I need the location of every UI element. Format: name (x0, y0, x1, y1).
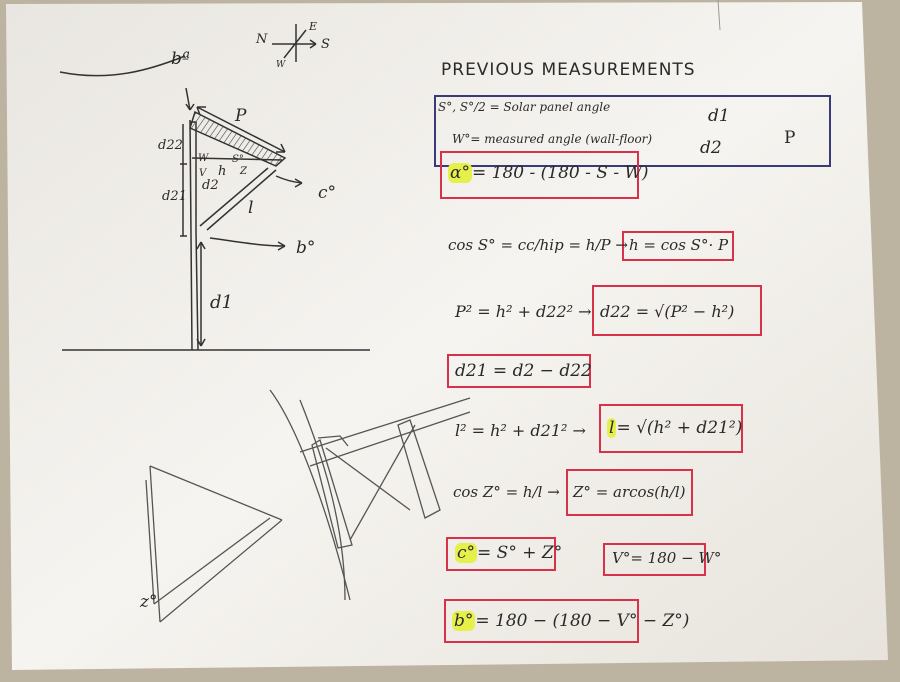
c-variable: c° (455, 543, 478, 563)
sketch-s-label: S° (232, 154, 244, 165)
page-title: PREVIOUS MEASUREMENTS (441, 60, 696, 80)
sketch-d2-label: d2 (202, 178, 219, 193)
paper-sheet (6, 2, 888, 670)
b-expression: = 180 − (180 − V° − Z°) (475, 611, 690, 631)
h-formula: h = cos S°· P (629, 236, 729, 254)
compass-e-label: E (309, 20, 318, 33)
d21-box (447, 354, 591, 388)
l-box (599, 404, 743, 453)
sketch-v-label: V (199, 168, 207, 179)
sketch-p-label: P (235, 106, 247, 126)
legend-box (434, 95, 831, 167)
cos-s-equation: cos S° = cc/hip = h/P → (448, 236, 628, 254)
sketch-d21-label: d21 (162, 189, 187, 204)
page-edge-mark (717, 0, 721, 31)
compass-n-label: N (256, 32, 268, 47)
sketch-h-label: h (218, 164, 227, 179)
c-expression: = S° + Z° (477, 543, 563, 563)
sketch-w-label: W (198, 153, 209, 164)
b-box (444, 599, 639, 643)
sketch-zeta-label: z° (140, 592, 158, 612)
sketch-b-label: b° (296, 238, 316, 258)
formula-boxes (434, 95, 831, 643)
legend-d2: d2 (700, 138, 722, 158)
legend-d1: d1 (708, 106, 730, 126)
c-equation: c°= S° + Z° (455, 543, 562, 563)
sketch-z-label: Z (240, 166, 247, 177)
h-box (622, 231, 734, 261)
l-expression: = √(h² + d21²) (616, 418, 743, 438)
wall-line-2 (195, 231, 199, 351)
installation-sketch (59, 24, 370, 351)
pythagoras-leg: l² = h² + d21² → (455, 421, 586, 440)
v-formula: V°= 180 − W° (612, 549, 722, 567)
d22-box (592, 285, 762, 336)
sketch-d1-label: d1 (210, 292, 233, 313)
b-equation: b°= 180 − (180 − V° − Z°) (452, 611, 689, 631)
cos-z-equation: cos Z° = h/l → (453, 483, 560, 501)
pythagoras-panel: P² = h² + d22² → (455, 302, 592, 321)
legend-line-1: S°, S°/2 = Solar panel angle (438, 100, 611, 114)
legend-p: P (784, 128, 796, 148)
alpha-equation: α°= 180 - (180 - S - W) (448, 163, 649, 183)
compass-s-label: S (321, 37, 330, 52)
d21-formula: d21 = d2 − d22 (455, 361, 592, 381)
z-box (566, 469, 693, 516)
legend-line-2: W°= measured angle (wall-floor) (452, 132, 653, 146)
alpha-variable: α° (448, 163, 472, 183)
solar-panel (189, 110, 287, 167)
l-equation: l= √(h² + d21²) (607, 418, 742, 438)
pencil-sketch (145, 389, 471, 623)
wall-line (189, 119, 193, 351)
sketch-d22-label: d22 (158, 138, 183, 153)
support-leg (199, 167, 269, 227)
sketch-c-label: c° (318, 183, 337, 203)
l-variable: l (607, 418, 617, 438)
z-formula: Z° = arcos(h/l) (573, 483, 686, 501)
c-box (446, 537, 556, 571)
b-top-label: bª (171, 49, 190, 69)
compass-w-label: W (276, 60, 286, 70)
sky-curve (59, 55, 186, 77)
d22-formula: d22 = √(P² − h²) (600, 302, 735, 321)
alpha-expression: = 180 - (180 - S - W) (471, 163, 649, 183)
b-variable: b° (452, 611, 476, 631)
v-box (603, 543, 706, 576)
alpha-box (440, 151, 639, 199)
sketch-l-label: l (248, 198, 254, 218)
